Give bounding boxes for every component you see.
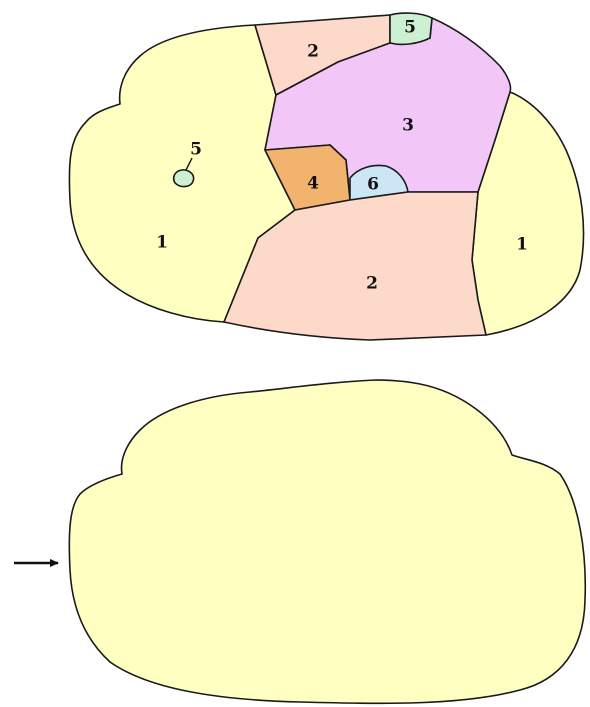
label-region-4: 4 <box>307 174 319 194</box>
bottom-map <box>14 380 585 703</box>
label-region-6: 6 <box>367 175 379 195</box>
region-5-small <box>174 170 194 187</box>
label-region-5-small: 5 <box>190 140 202 160</box>
label-region-2-bottom: 2 <box>366 274 378 294</box>
label-region-3: 3 <box>402 116 414 136</box>
label-region-1-left: 1 <box>156 233 168 253</box>
label-region-2-top: 2 <box>307 42 319 62</box>
top-map: 1 1 2 2 3 4 5 5 6 <box>69 13 583 340</box>
label-region-5-top: 5 <box>404 18 416 38</box>
merged-region <box>69 380 585 703</box>
label-region-1-right: 1 <box>516 235 528 255</box>
